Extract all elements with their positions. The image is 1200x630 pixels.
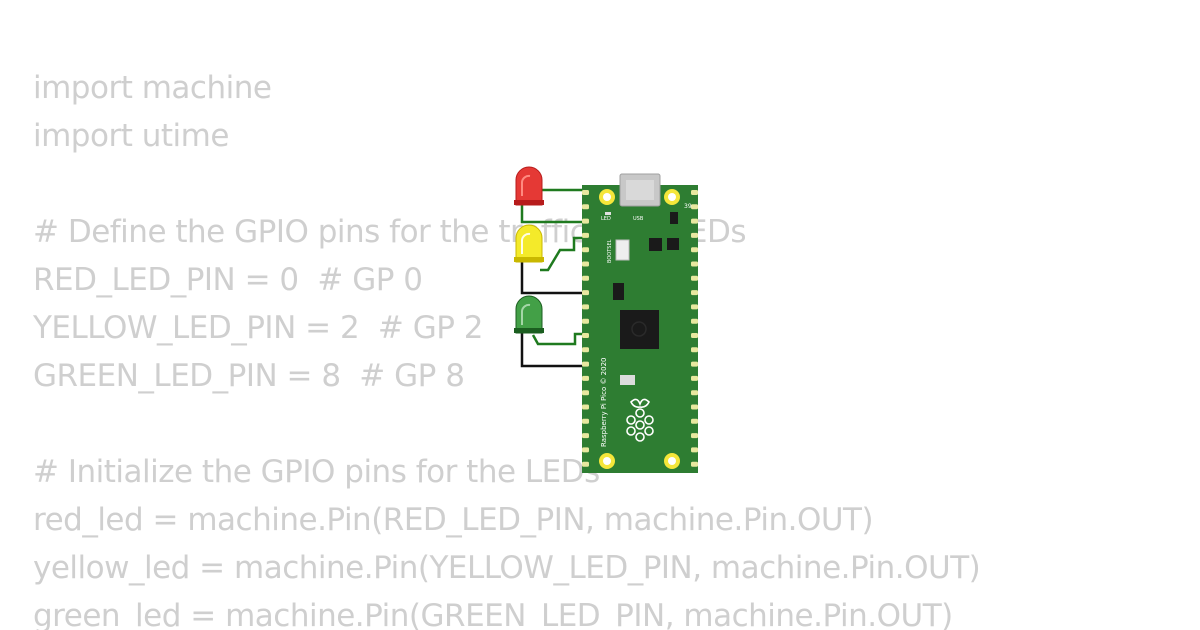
yellow-led-base (514, 257, 544, 262)
yellow-led-signal-wire (540, 236, 586, 272)
right-pin (691, 418, 698, 424)
right-pin (691, 304, 698, 310)
left-pin (582, 390, 589, 396)
left-pin (582, 333, 589, 338)
left-pin (582, 375, 589, 381)
right-pin (691, 361, 698, 367)
yellow-led-highlight (521, 232, 531, 254)
left-pin (582, 361, 589, 367)
label-pin-39: 39 (684, 203, 692, 210)
left-pin (582, 261, 589, 267)
crystal (620, 375, 635, 385)
mounting-hole-top-right-center (668, 193, 676, 201)
right-pin (691, 333, 698, 338)
code-line: RED_LED_PIN = 0 # GP 0 (33, 262, 423, 298)
rp2040-logo (631, 321, 647, 337)
code-line: GREEN_LED_PIN = 8 # GP 8 (33, 358, 465, 394)
right-pin (691, 375, 698, 381)
right-pin (691, 190, 698, 195)
right-pin (691, 232, 698, 238)
code-line: import machine (33, 70, 272, 106)
mounting-hole-bottom-left-center (603, 457, 611, 465)
left-pin (582, 275, 589, 281)
small-chip-top (670, 212, 678, 224)
green-led-base (514, 328, 544, 333)
right-pin (691, 347, 698, 353)
left-pin (582, 190, 589, 195)
mounting-hole-bottom-right-center (668, 457, 676, 465)
label-board-model: Raspberry Pi Pico © 2020 (600, 358, 608, 448)
right-pin (691, 404, 698, 410)
left-pin (582, 433, 589, 439)
left-pin (582, 347, 589, 353)
right-pin (691, 218, 698, 224)
right-pin (691, 461, 698, 467)
left-pin (582, 232, 589, 238)
green-led-signal-wire (531, 332, 586, 346)
onboard-led (605, 212, 611, 215)
label-usb: USB (633, 216, 644, 222)
red-led[interactable] (514, 166, 544, 206)
yellow-led-ground-wire (520, 262, 586, 295)
mounting-hole-top-left-center (603, 193, 611, 201)
right-pin (691, 447, 698, 453)
right-pin (691, 390, 698, 396)
rp2040-chip (620, 310, 659, 349)
left-pin (582, 318, 589, 324)
right-pin (691, 261, 698, 267)
raspberry-pi-pico-board: 39 LED USB BOOTSEL Raspberry Pi Pico © 2… (582, 173, 698, 473)
left-pin (582, 204, 589, 210)
green-led-highlight (521, 303, 531, 325)
red-led-body (515, 166, 543, 206)
left-pin (582, 404, 589, 410)
code-line: # Initialize the GPIO pins for the LEDs (33, 454, 600, 490)
right-pin-header (691, 190, 698, 467)
green-led-ground-wire (520, 333, 586, 368)
circuit-diagram: 39 LED USB BOOTSEL Raspberry Pi Pico © 2… (514, 166, 698, 473)
green-led-body (515, 295, 543, 334)
right-pin (691, 247, 698, 253)
code-line: import utime (33, 118, 229, 154)
wires (520, 188, 586, 368)
right-pin (691, 318, 698, 324)
left-pin (582, 290, 589, 296)
bootsel-button (615, 239, 630, 261)
code-line: red_led = machine.Pin(RED_LED_PIN, machi… (33, 502, 874, 538)
yellow-led[interactable] (514, 224, 544, 263)
red-led-ground-wire (520, 205, 586, 224)
green-led[interactable] (514, 295, 544, 334)
code-line: green_led = machine.Pin(GREEN_LED_PIN, m… (33, 598, 953, 630)
left-pin-header (582, 190, 589, 467)
flash-chip-b (667, 238, 679, 250)
left-pin (582, 418, 589, 424)
left-pin (582, 247, 589, 253)
code-line: yellow_led = machine.Pin(YELLOW_LED_PIN,… (33, 550, 981, 586)
raspberry-pi-logo (626, 398, 654, 442)
regulator-chip (613, 283, 624, 300)
left-pin (582, 461, 589, 467)
red-led-highlight (521, 174, 531, 196)
red-led-base (514, 200, 544, 205)
code-line: YELLOW_LED_PIN = 2 # GP 2 (33, 310, 484, 346)
usb-connector-inner (626, 180, 654, 200)
flash-chip-a (649, 238, 662, 251)
label-bootsel: BOOTSEL (607, 239, 613, 263)
label-led: LED (601, 216, 611, 222)
left-pin (582, 447, 589, 453)
left-pin (582, 218, 589, 224)
right-pin (691, 290, 698, 296)
yellow-led-body (515, 224, 543, 263)
right-pin (691, 275, 698, 281)
left-pin (582, 304, 589, 310)
right-pin (691, 204, 698, 210)
right-pin (691, 433, 698, 439)
